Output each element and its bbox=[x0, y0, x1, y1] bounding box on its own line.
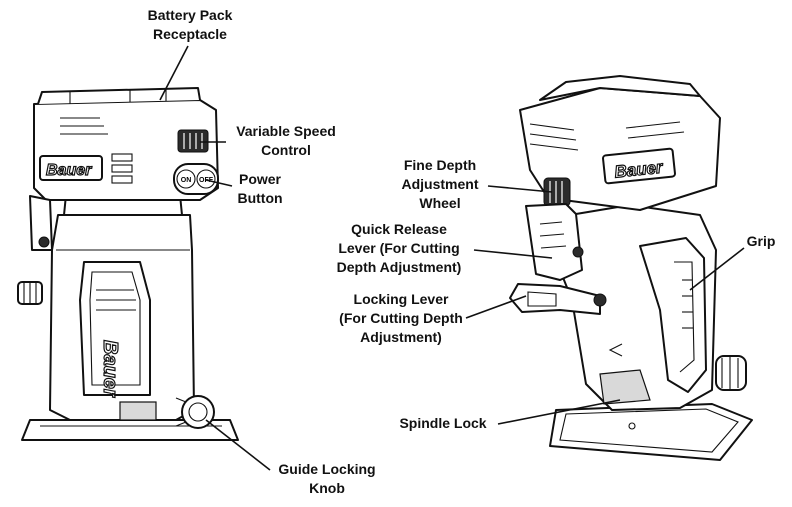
label-fine-depth-adjustment-wheel: Fine Depth Adjustment Wheel bbox=[401, 157, 479, 211]
on-marking: ON bbox=[181, 177, 192, 184]
leader-spindle bbox=[497, 399, 621, 425]
power-button-shape bbox=[173, 163, 219, 195]
leader-quick-release bbox=[473, 249, 553, 259]
logo-plate-right bbox=[602, 147, 676, 185]
speed-dial bbox=[177, 129, 209, 153]
label-variable-speed-control: Variable Speed Control bbox=[236, 123, 336, 158]
label-power-button: Power Button bbox=[237, 171, 283, 206]
leader-fine-depth bbox=[487, 185, 553, 193]
side-lever-left bbox=[29, 195, 53, 251]
router-angled-view: Bauer bbox=[509, 75, 753, 461]
label-battery-pack-receptacle: Battery Pack Receptacle bbox=[147, 7, 233, 42]
logo-plate-left bbox=[39, 155, 103, 181]
label-spindle-lock: Spindle Lock bbox=[399, 415, 487, 431]
front-grip-panel bbox=[79, 261, 151, 396]
leader-power bbox=[205, 179, 233, 187]
leader-lines bbox=[159, 45, 745, 471]
side-knob-right bbox=[715, 355, 747, 391]
leader-guide-knob bbox=[205, 419, 271, 471]
leader-locking bbox=[465, 295, 527, 319]
battery-top-right bbox=[539, 75, 701, 101]
spindle-lock-shape bbox=[599, 369, 651, 405]
grip-shape bbox=[639, 237, 707, 393]
base-plate-right bbox=[549, 403, 753, 461]
label-locking-lever: Locking Lever (For Cutting Depth Adjustm… bbox=[339, 291, 463, 345]
label-quick-release-lever: Quick Release Lever (For Cutting Depth A… bbox=[336, 221, 462, 275]
label-grip: Grip bbox=[746, 233, 776, 249]
router-front-view: Bauer Bauer bbox=[17, 87, 239, 441]
label-guide-locking-knob: Guide Locking Knob bbox=[278, 461, 376, 496]
bauer-logo-left: Bauer bbox=[46, 162, 92, 179]
quick-release-lever-shape bbox=[525, 203, 583, 281]
battery-top-left bbox=[37, 87, 201, 105]
leader-battery bbox=[159, 45, 189, 101]
collet-left bbox=[119, 401, 157, 421]
leader-grip bbox=[689, 247, 745, 291]
bauer-logo-vertical: Bauer bbox=[99, 340, 121, 398]
